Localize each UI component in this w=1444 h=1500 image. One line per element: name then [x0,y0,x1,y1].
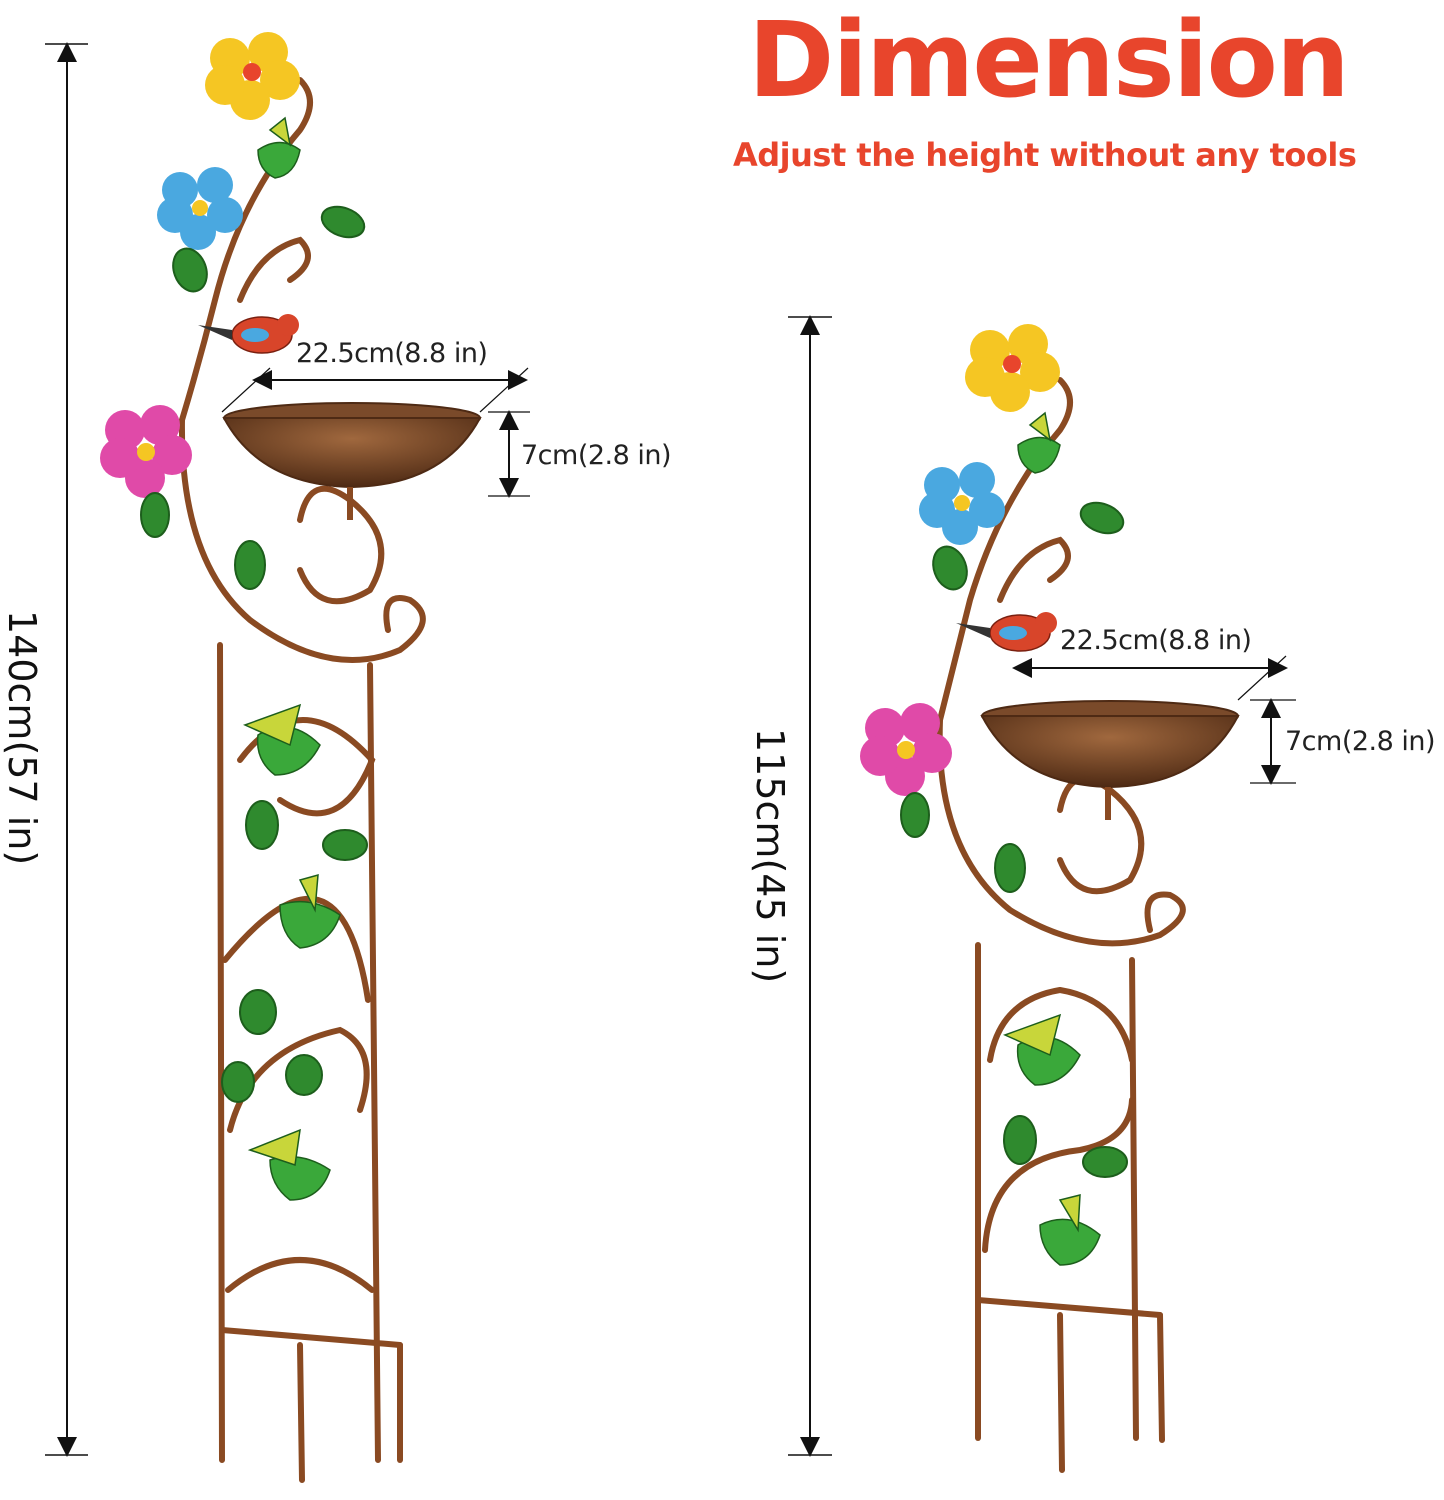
tall-bowl-depth-dimension [488,410,530,498]
tall-hummingbirds [242,116,341,1201]
short-hummingbirds [1002,411,1101,1266]
tall-leaves [140,205,368,1103]
tall-frame [178,77,426,1483]
short-frame [936,377,1186,1473]
page-subtitle: Adjust the height without any tools [733,136,1357,174]
short-leaves [900,501,1128,1178]
tall-height-dimension [45,42,88,1457]
tall-bowl [222,402,482,520]
short-bowl-width-label: 22.5cm(8.8 in) [1060,625,1252,656]
tall-bowl-depth-label: 7cm(2.8 in) [521,440,672,471]
tall-flower-yellow [205,32,300,120]
tall-bowl-width-dimension [221,367,529,413]
short-flower-pink [860,703,952,796]
tall-flower-blue [157,167,243,250]
short-bowl-width-dimension [1012,655,1288,701]
short-bowl-depth-label: 7cm(2.8 in) [1285,726,1436,757]
tall-bowl-width-label: 22.5cm(8.8 in) [296,338,488,369]
short-flower-yellow [965,324,1060,412]
short-red-bird [956,612,1057,652]
tall-height-label: 140cm(57 in) [0,610,44,866]
tall-red-bird [198,314,299,354]
short-stand [788,315,1296,1473]
tall-flower-pink [100,405,192,498]
short-bowl-depth-dimension [1250,698,1296,785]
short-flower-blue [919,462,1005,545]
page-title: Dimension [748,0,1350,121]
short-bowl [980,700,1240,820]
short-height-label: 115cm(45 in) [748,728,792,984]
short-height-dimension [788,315,832,1457]
tall-stand [45,32,530,1483]
